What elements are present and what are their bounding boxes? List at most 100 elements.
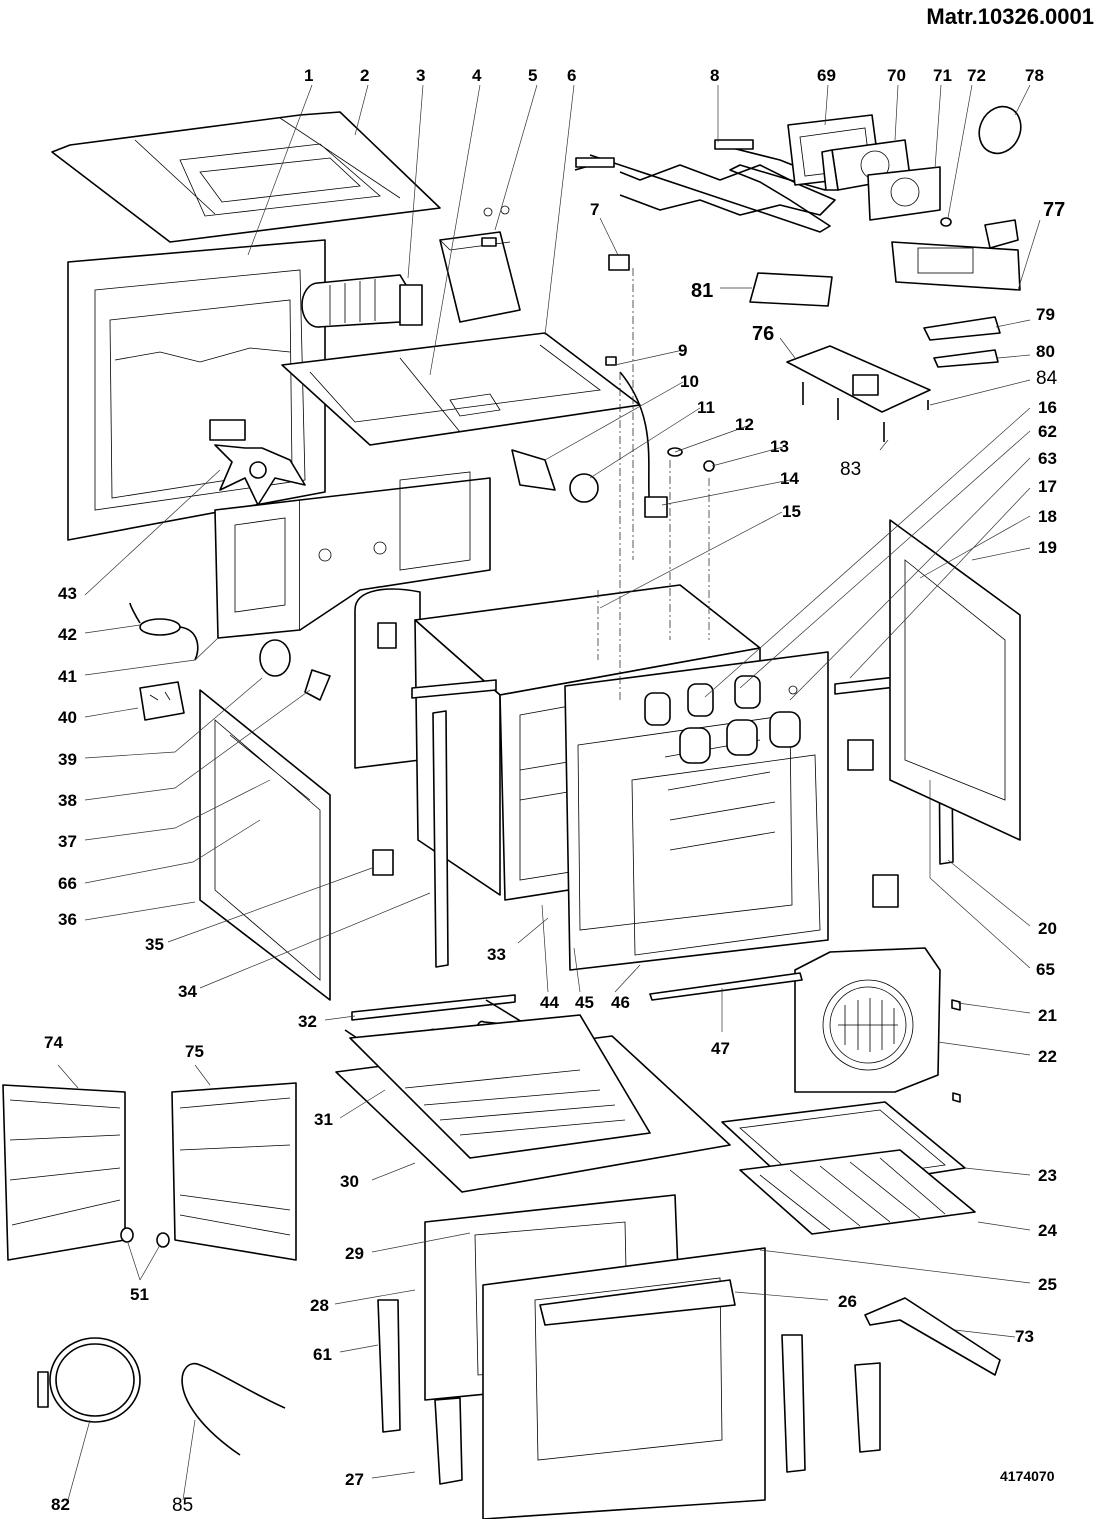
callout-66: 66 <box>58 874 77 893</box>
callout-25: 25 <box>1038 1275 1057 1294</box>
callout-22: 22 <box>1038 1047 1057 1066</box>
callout-74: 74 <box>44 1033 63 1052</box>
part-back-panel <box>67 239 326 541</box>
callout-77: 77 <box>1043 199 1065 221</box>
part-fan-motor <box>301 274 423 328</box>
callout-61: 61 <box>313 1345 332 1364</box>
callout-29: 29 <box>345 1244 364 1263</box>
callout-39: 39 <box>58 750 77 769</box>
part-hinge-receivers <box>372 739 899 908</box>
callout-3: 3 <box>416 66 425 85</box>
callout-62: 62 <box>1038 422 1057 441</box>
callout-33: 33 <box>487 945 506 964</box>
callout-24: 24 <box>1038 1221 1057 1240</box>
callout-37: 37 <box>58 832 77 851</box>
callout-12: 12 <box>735 415 754 434</box>
part-fan-cover <box>794 947 961 1103</box>
part-electrical-small <box>129 602 331 721</box>
callout-82: 82 <box>51 1495 70 1514</box>
callout-84: 84 <box>1036 368 1058 389</box>
callout-72: 72 <box>967 66 986 85</box>
callout-18: 18 <box>1038 507 1057 526</box>
part-fan-blade <box>209 419 306 506</box>
callout-51: 51 <box>130 1285 149 1304</box>
callout-43: 43 <box>58 584 77 603</box>
matr-code: Matr.10326.0001 <box>926 4 1094 29</box>
part-side-shield <box>354 588 421 769</box>
part-rear-shield <box>214 471 491 639</box>
callout-41: 41 <box>58 667 77 686</box>
callout-1: 1 <box>304 66 313 85</box>
callout-11: 11 <box>697 398 715 417</box>
callout-17: 17 <box>1038 477 1057 496</box>
callout-26: 26 <box>838 1292 857 1311</box>
callout-75: 75 <box>185 1042 204 1061</box>
callout-21: 21 <box>1038 1006 1057 1025</box>
callout-30: 30 <box>340 1172 359 1191</box>
part-oven-door <box>424 1194 766 1519</box>
part-door-hinges <box>377 1297 1001 1485</box>
callout-40: 40 <box>58 708 77 727</box>
part-small-components <box>511 356 715 518</box>
callout-19: 19 <box>1038 538 1057 557</box>
part-left-side-panel <box>199 689 331 1001</box>
callout-16: 16 <box>1038 398 1057 417</box>
part-keypad <box>933 349 999 368</box>
callout-4: 4 <box>472 66 482 85</box>
callout-labels: 1 2 3 4 5 6 7 8 9 10 11 12 13 14 15 16 1… <box>44 66 1065 1516</box>
callout-73: 73 <box>1015 1327 1034 1346</box>
drawing-number: 4174070 <box>1000 1468 1055 1484</box>
part-side-liners <box>2 1082 297 1261</box>
callout-9: 9 <box>678 341 687 360</box>
callout-20: 20 <box>1038 919 1057 938</box>
part-top-plate <box>281 332 641 446</box>
part-bottom-plate <box>335 1014 731 1193</box>
callout-65: 65 <box>1036 960 1055 979</box>
part-circular-element <box>37 1337 141 1423</box>
callout-5: 5 <box>528 66 537 85</box>
callout-78: 78 <box>1025 66 1044 85</box>
callout-80: 80 <box>1036 342 1055 361</box>
callout-23: 23 <box>1038 1166 1057 1185</box>
callout-44: 44 <box>540 993 559 1012</box>
callout-34: 34 <box>178 982 197 1001</box>
part-wire-shelf <box>739 1149 976 1235</box>
callout-6: 6 <box>567 66 576 85</box>
door-handle <box>539 1279 736 1326</box>
assembly-lines <box>597 372 710 700</box>
part-control-board <box>891 219 1021 291</box>
callout-36: 36 <box>58 910 77 929</box>
callout-27: 27 <box>345 1470 364 1489</box>
callout-32: 32 <box>298 1012 317 1031</box>
control-knobs <box>644 675 801 764</box>
callout-10: 10 <box>680 372 699 391</box>
part-front-frame <box>564 651 829 971</box>
callout-47: 47 <box>711 1039 730 1058</box>
callout-69: 69 <box>817 66 836 85</box>
callout-2: 2 <box>360 66 369 85</box>
callout-63: 63 <box>1038 449 1057 468</box>
part-thermal-cutout <box>608 254 634 560</box>
callout-13: 13 <box>770 437 789 456</box>
callout-71: 71 <box>933 66 952 85</box>
part-indicator-lens <box>940 217 952 227</box>
callout-38: 38 <box>58 791 77 810</box>
callout-45: 45 <box>575 993 594 1012</box>
part-right-side-panel <box>889 519 1021 841</box>
part-fascia-plate <box>867 166 941 221</box>
callout-46: 46 <box>611 993 630 1012</box>
callout-35: 35 <box>145 935 164 954</box>
part-power-board <box>786 345 931 442</box>
part-glass-ring <box>978 105 1022 155</box>
callout-42: 42 <box>58 625 77 644</box>
part-instruction-card <box>749 272 833 307</box>
callout-28: 28 <box>310 1296 329 1315</box>
callout-31: 31 <box>314 1110 333 1129</box>
part-bottom-channel <box>649 972 803 1001</box>
callout-7: 7 <box>590 200 599 219</box>
leader-lines <box>57 84 1041 1501</box>
part-top-cover <box>51 111 441 243</box>
callout-85: 85 <box>172 1495 193 1516</box>
callout-79: 79 <box>1036 305 1055 324</box>
